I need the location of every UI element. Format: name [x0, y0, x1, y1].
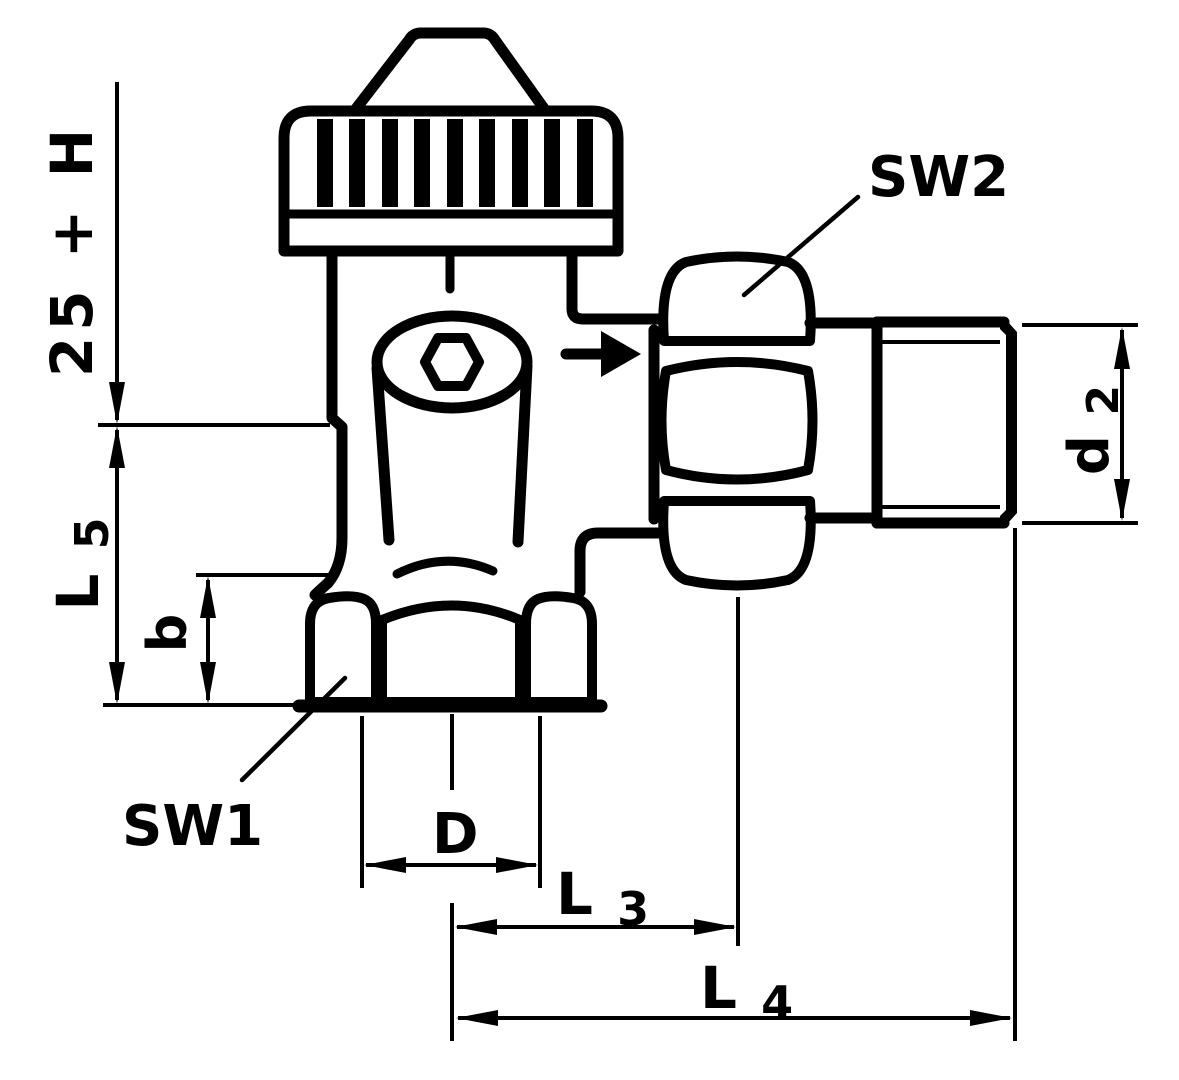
- sw2-leader-line: [741, 194, 861, 298]
- label-l5-main: L: [44, 572, 112, 611]
- arrowhead-down-icon: [109, 382, 125, 424]
- label-sw1: SW1: [122, 794, 263, 859]
- boss-side-left: [371, 362, 395, 546]
- arrowhead-right-icon: [694, 919, 736, 935]
- arrowhead-left-icon: [364, 857, 406, 873]
- boss-side-right: [512, 360, 533, 548]
- sw1-left-face: [305, 591, 381, 707]
- arrowhead-right-icon: [496, 857, 538, 873]
- body-bottom-outlet-edge: [574, 527, 672, 598]
- label-d: D: [432, 802, 478, 867]
- flow-arrow-head: [601, 331, 641, 377]
- sw1-middle-face: [377, 600, 525, 707]
- label-l4-sub: 4: [761, 976, 795, 1030]
- label-b: b: [136, 614, 199, 653]
- union-nut-sw2: [656, 251, 818, 591]
- label-l3: L 3: [556, 860, 651, 936]
- sw2-middle-face: [656, 357, 818, 485]
- sw2-bottom-face: [658, 496, 816, 591]
- arrowhead-down-icon: [200, 662, 216, 704]
- dimension-d: D: [360, 714, 542, 888]
- arrowhead-up-icon: [1114, 327, 1130, 369]
- label-l5: L 5: [44, 515, 119, 610]
- arrowhead-left-icon: [455, 919, 497, 935]
- arrowhead-right-icon: [970, 1010, 1012, 1026]
- body-right-outline-top-outlet: [566, 250, 672, 325]
- dimension-l4: L 4: [456, 528, 1017, 1041]
- label-d2-main: d: [1057, 435, 1122, 475]
- label-sw2: SW2: [868, 145, 1009, 210]
- arrowhead-down-icon: [1114, 479, 1130, 521]
- dimension-b: b: [103, 573, 328, 707]
- label-l5-sub: 5: [65, 515, 119, 549]
- label-l3-main: L: [556, 860, 595, 928]
- dimension-d2: d 2: [1022, 323, 1138, 525]
- union-nut-sw1: [292, 591, 608, 713]
- dimension-25-plus-h: 25 + H: [38, 82, 125, 424]
- label-25-plus-h: 25 + H: [38, 123, 106, 377]
- sw2-top-face: [658, 251, 816, 346]
- body-left-outline: [309, 250, 348, 601]
- male-thread-tailpiece: [804, 316, 1017, 529]
- flow-direction-arrow: [560, 331, 641, 377]
- label-l4-main: L: [700, 954, 739, 1022]
- thread-end-chamfer: [1000, 322, 1017, 523]
- dimension-l5: L 5: [44, 423, 330, 704]
- hex-socket: [420, 333, 484, 391]
- cap-knurl-ribs: [317, 119, 593, 207]
- label-d2-sub: 2: [1078, 385, 1129, 416]
- arrowhead-down-icon: [109, 662, 125, 704]
- label-l4: L 4: [700, 954, 795, 1030]
- boss-under-arc: [379, 379, 525, 413]
- callout-sw2: SW2: [741, 145, 1009, 298]
- valve-body: [309, 247, 672, 601]
- body-shoulder-arc: [392, 556, 498, 579]
- sw1-leader-line: [239, 675, 348, 783]
- arrowhead-left-icon: [456, 1010, 498, 1026]
- arrowhead-up-icon: [109, 426, 125, 468]
- callout-sw1: SW1: [122, 675, 348, 859]
- label-l3-sub: 3: [617, 882, 651, 936]
- dimension-l3: L 3: [450, 597, 740, 1041]
- sw1-right-face: [521, 591, 597, 707]
- label-d2: d 2: [1057, 385, 1129, 475]
- protection-cap: [278, 27, 624, 257]
- arrowhead-up-icon: [200, 576, 216, 618]
- cap-top-trapezoid: [349, 27, 551, 116]
